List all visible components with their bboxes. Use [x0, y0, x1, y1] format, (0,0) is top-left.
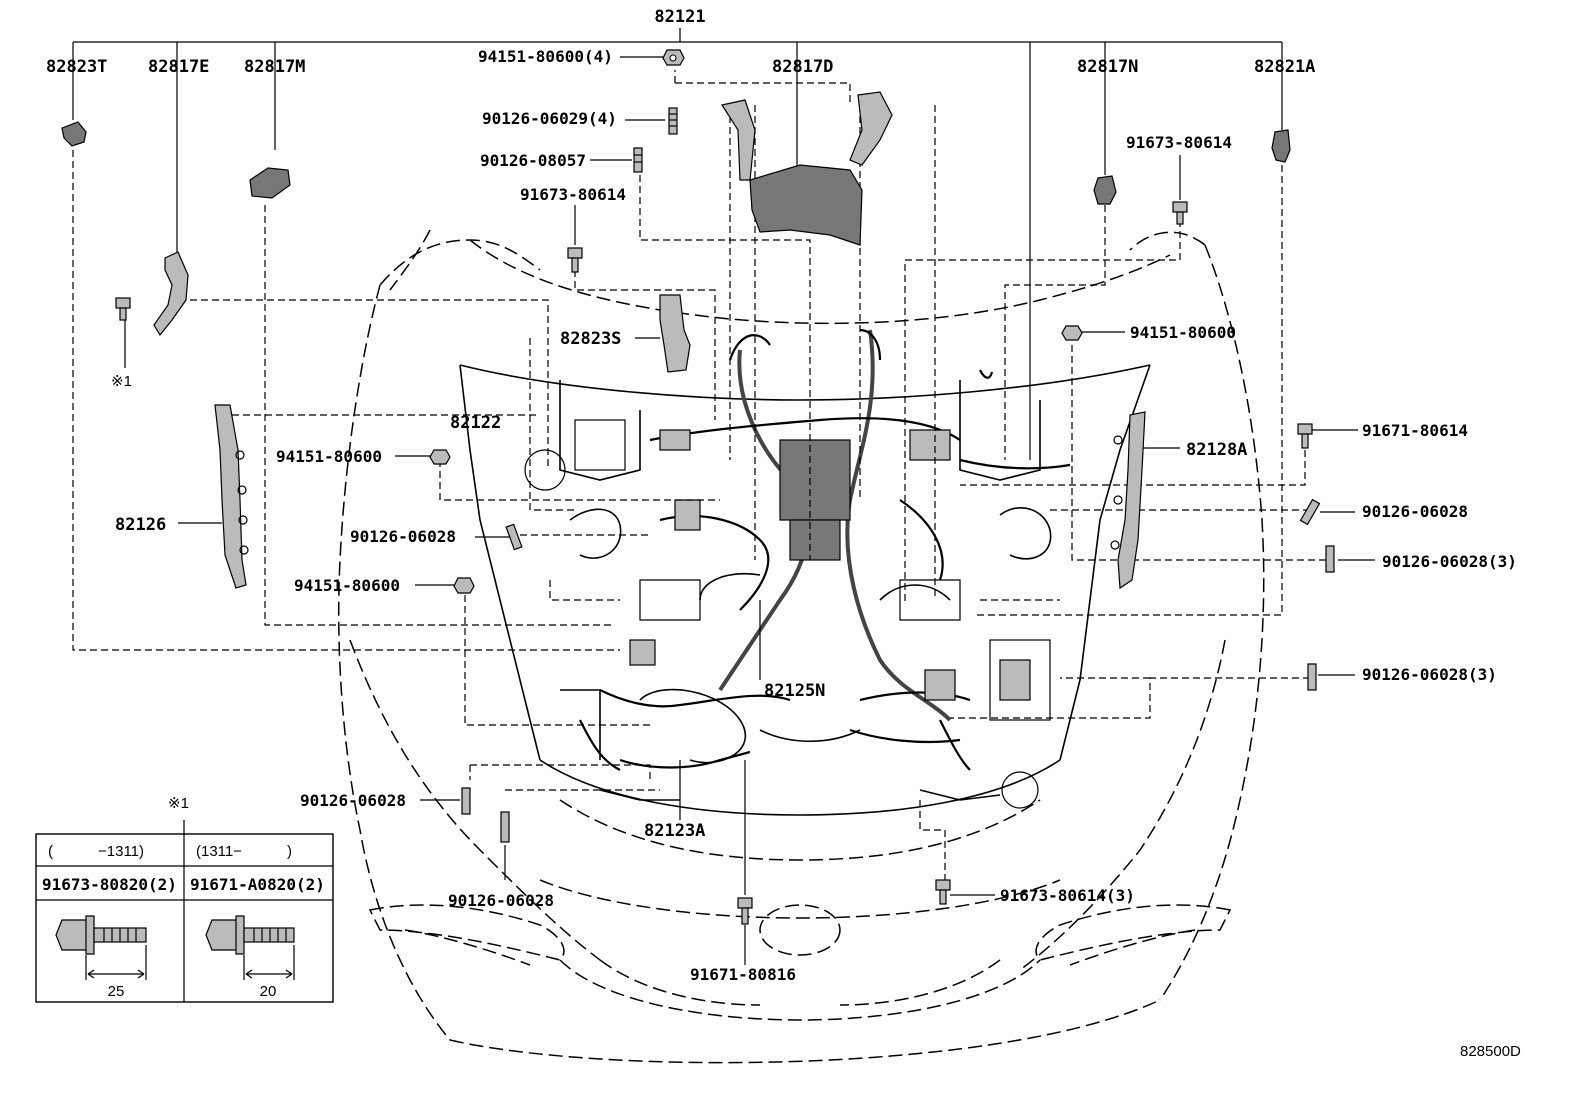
table-col2-length: 20: [260, 983, 277, 1000]
label-91671-80816: 91671-80816: [690, 965, 796, 984]
reference-mark-1-table: ※1: [168, 795, 189, 812]
bolt-icon: [567, 247, 583, 273]
label-90126-06028-left-2: 90126-06028: [300, 791, 406, 810]
label-94151-80600-left-1: 94151-80600: [276, 447, 382, 466]
nut-icon: [453, 577, 475, 594]
label-82126: 82126: [115, 515, 166, 535]
wire-harness: [579, 328, 1071, 771]
bracket-82128A-icon: [1117, 411, 1146, 590]
hardware: [115, 49, 1335, 925]
stud-bolt-icon: [1307, 663, 1317, 691]
clip-82823T-icon: [61, 121, 87, 147]
nut-icon: [662, 49, 685, 66]
label-82121: 82121: [654, 7, 705, 27]
figure-code: 828500D: [1460, 1043, 1521, 1060]
bolt-icon: [1172, 201, 1188, 225]
bolt-icon: [935, 879, 951, 905]
cover-82817M-icon: [249, 167, 291, 199]
brackets: [61, 91, 1291, 590]
table-col1-length: 25: [108, 983, 125, 1000]
stud-bolt-icon: [633, 147, 643, 173]
label-94151-80600-4: 94151-80600(4): [478, 47, 613, 66]
protector-82817D-icon: [749, 164, 863, 246]
stud-bolt-icon: [668, 107, 678, 135]
solid-leaders: [72, 28, 1375, 965]
label-82817N: 82817N: [1077, 57, 1138, 77]
label-82125N: 82125N: [764, 681, 825, 701]
label-90126-06028-left-1: 90126-06028: [350, 527, 456, 546]
flange-bolt-25-icon: [55, 915, 147, 980]
label-82128A: 82128A: [1186, 440, 1247, 460]
stud-bolt-icon: [1299, 498, 1321, 526]
table-col1-part: 91673-80820(2): [42, 875, 177, 894]
label-94151-80600-left-2: 94151-80600: [294, 576, 400, 595]
engine-bay: [459, 364, 1151, 816]
label-91671-80614: 91671-80614: [1362, 421, 1468, 440]
label-90126-08057: 90126-08057: [480, 151, 586, 170]
table-col2-part: 91671-A0820(2): [190, 875, 325, 894]
bolt-icon: [737, 897, 753, 925]
bolt-icon: [115, 297, 131, 321]
nut-icon: [1061, 325, 1083, 341]
bracket-82126-icon: [214, 404, 247, 589]
bracket-82817E-icon: [153, 251, 189, 337]
flange-bolt-20-icon: [205, 915, 295, 980]
cover-82817N-icon: [1093, 175, 1117, 205]
clamp-82823S-icon: [659, 294, 691, 373]
label-82821A: 82821A: [1254, 57, 1315, 77]
bolt-variant-table: ( −1311) (1311− ) 91673-80820(2) 91671-A…: [35, 820, 334, 1003]
label-91673-80614-3: 91673-80614(3): [1000, 886, 1135, 905]
label-82817D: 82817D: [772, 57, 833, 77]
table-col1-header: ( −1311): [48, 843, 144, 860]
clip-82821A-icon: [1271, 129, 1291, 163]
label-90126-06028-bottom: 90126-06028: [448, 891, 554, 910]
reference-mark-1: ※1: [111, 373, 132, 390]
label-82122: 82122: [450, 413, 501, 433]
label-90126-06029-4: 90126-06029(4): [482, 109, 617, 128]
label-90126-06028-right-1: 90126-06028: [1362, 502, 1468, 521]
label-82817M: 82817M: [244, 57, 305, 77]
nut-icon: [429, 449, 451, 465]
bolt-icon: [1297, 423, 1313, 449]
stud-bolt-icon: [461, 787, 471, 815]
label-82123A: 82123A: [644, 821, 705, 841]
stud-bolt-icon: [505, 523, 523, 551]
label-90126-06028-3-a: 90126-06028(3): [1382, 552, 1517, 571]
label-91673-80614-a: 91673-80614: [1126, 133, 1232, 152]
dashed-leaders: [72, 70, 1330, 880]
label-82823S: 82823S: [560, 329, 621, 349]
label-82817E: 82817E: [148, 57, 209, 77]
stud-bolt-icon: [500, 811, 510, 843]
label-94151-80600-right: 94151-80600: [1130, 323, 1236, 342]
label-90126-06028-3-b: 90126-06028(3): [1362, 665, 1497, 684]
part-labels: 82121 82823T 82817E 82817M 94151-80600(4…: [46, 7, 1521, 1060]
stud-bolt-icon: [1325, 545, 1335, 573]
table-col2-header: (1311− ): [196, 843, 292, 860]
label-91673-80614-b: 91673-80614: [520, 185, 626, 204]
vehicle-body-outline: [337, 229, 1265, 1064]
label-82823T: 82823T: [46, 57, 107, 77]
